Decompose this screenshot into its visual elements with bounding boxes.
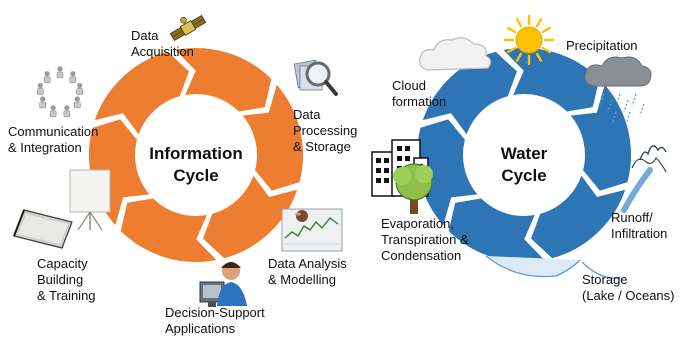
stage-cloud-formation: Cloud formation xyxy=(392,78,446,110)
tree-icon xyxy=(393,163,433,214)
building-window xyxy=(405,146,410,151)
stage-label-line: Transpiration & xyxy=(381,232,469,247)
stage-storage: Storage (Lake / Oceans) xyxy=(582,272,675,304)
flipchart-icon xyxy=(13,169,111,249)
person-figure xyxy=(56,66,64,79)
stage-label-line: Data Analysis xyxy=(268,256,347,271)
sun-ray xyxy=(535,52,543,62)
building-window xyxy=(405,156,410,161)
stage-capacity-building: Capacity Building & Training xyxy=(37,256,96,304)
stage-label-line: Storage xyxy=(582,272,628,287)
stage-label-line: Applications xyxy=(165,321,236,336)
sun-ray xyxy=(535,18,543,28)
stage-evaporation: Evaporation, Transpiration & Condensatio… xyxy=(381,216,469,264)
rain-drop xyxy=(623,99,629,113)
stage-label-line: Building xyxy=(37,272,84,287)
stage-label-line: Precipitation xyxy=(566,38,638,53)
stage-precipitation: Precipitation xyxy=(566,38,638,54)
water-cycle-title-line2: Cycle xyxy=(501,166,547,185)
lake-icon xyxy=(485,255,621,279)
stage-label-line: Runoff/ xyxy=(611,210,653,225)
sun-ray xyxy=(541,26,551,34)
water-cycle-arrow-segment xyxy=(415,117,482,230)
building-window xyxy=(376,158,381,163)
magnifier-icon xyxy=(293,59,338,96)
stage-label-line: Condensation xyxy=(381,248,462,263)
water-cycle-title-line1: Water xyxy=(500,144,548,163)
stage-label-line: Infiltration xyxy=(611,226,668,241)
satellite-icon xyxy=(169,14,207,42)
person-figure xyxy=(39,96,46,109)
stage-label-line: Capacity xyxy=(37,256,88,271)
stage-label-line: Decision-Support xyxy=(165,305,265,320)
water-cycle-arrow-segment xyxy=(566,80,633,193)
stage-label-line: Acquisition xyxy=(131,44,194,59)
building-window xyxy=(397,156,402,161)
building-window xyxy=(376,178,381,183)
building-window xyxy=(384,178,389,183)
stage-label-line: & Storage xyxy=(293,139,351,154)
mountain-icon xyxy=(621,145,667,213)
sun-ray xyxy=(507,46,517,54)
stage-label-line: formation xyxy=(392,94,447,109)
cloud-icon xyxy=(419,37,492,71)
stage-label-line: Data xyxy=(131,28,159,43)
stage-label-line: Processing xyxy=(293,123,358,138)
person-figure xyxy=(37,82,44,95)
stage-label-line: (Lake / Oceans) xyxy=(582,288,675,303)
people-circle-icon xyxy=(37,66,83,118)
information-cycle-arrow-segment xyxy=(118,196,221,264)
sun-ray xyxy=(541,46,551,54)
stock-chart-icon xyxy=(281,208,343,252)
sun-ray xyxy=(515,52,523,62)
water-cycle-arrow-segment xyxy=(419,49,520,139)
person-at-computer-icon xyxy=(199,262,247,307)
sun-ray xyxy=(507,26,517,34)
information-cycle-arrow-segment xyxy=(91,49,192,139)
information-cycle-title-line1: Information xyxy=(149,144,243,163)
building-window xyxy=(384,158,389,163)
water-cycle-ring xyxy=(415,46,633,264)
rain-cloud-icon xyxy=(584,56,652,125)
stage-runoff: Runoff/ Infiltration xyxy=(611,210,667,242)
water-cycle-arrow-segment xyxy=(528,171,629,261)
building-window xyxy=(397,146,402,151)
stage-label-line: Evaporation, xyxy=(381,216,454,231)
stage-label-line: Communication xyxy=(8,124,99,139)
stage-label-line: & Training xyxy=(37,288,96,303)
stage-label-line: & Integration xyxy=(8,140,82,155)
building-window xyxy=(376,168,381,173)
information-cycle-arrow-segment xyxy=(238,80,305,193)
sun-icon xyxy=(503,14,555,66)
information-cycle-arrow-segment xyxy=(171,46,274,114)
stage-label-line: & Modelling xyxy=(268,272,336,287)
person-figure xyxy=(63,105,71,118)
stage-communication: Communication & Integration xyxy=(8,124,98,156)
person-figure xyxy=(69,71,77,83)
stage-data-processing: Data Processing & Storage xyxy=(293,107,357,155)
rain-drop xyxy=(639,103,645,117)
stage-label-line: Cloud xyxy=(392,78,426,93)
stage-data-analysis: Data Analysis & Modelling xyxy=(268,256,347,288)
building-window xyxy=(384,168,389,173)
sun-ray xyxy=(515,18,523,28)
stage-data-acquisition: Data Acquisition xyxy=(131,28,194,60)
person-figure xyxy=(49,105,57,118)
information-cycle-title-line2: Cycle xyxy=(173,166,219,185)
person-figure xyxy=(76,82,83,95)
information-cycle-title: Information Cycle xyxy=(141,143,251,187)
stage-decision-support: Decision-Support Applications xyxy=(165,305,265,337)
person-figure xyxy=(43,71,51,83)
stage-label-line: Data xyxy=(293,107,321,122)
rain-drop xyxy=(631,93,637,107)
person-figure xyxy=(74,96,81,109)
water-cycle-title: Water Cycle xyxy=(474,143,574,187)
